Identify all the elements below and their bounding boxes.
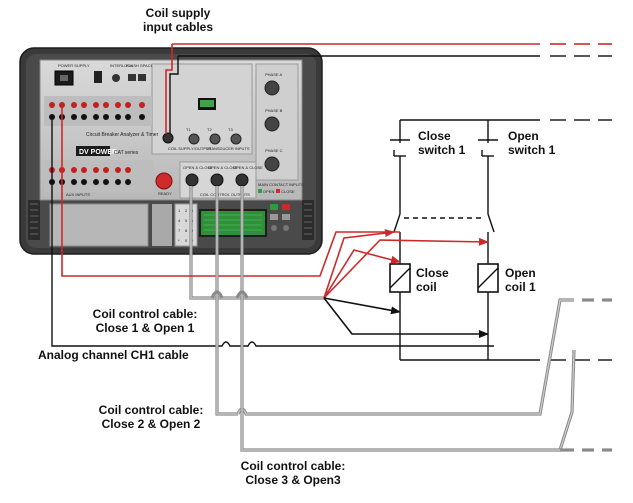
open-close-label-2: OPEN & CLOSE [208, 165, 238, 170]
analog-channel-ch1-cable [51, 120, 494, 347]
close-switch-1 [390, 139, 410, 157]
coil-supply-label: Coil supply input cables [142, 6, 213, 34]
flash-space-label: FLASH SPACE [126, 63, 154, 68]
phase-a-connector[interactable] [264, 80, 280, 96]
svg-text:4: 4 [178, 218, 181, 223]
coil-control-cable-1-label: Coil control cable: Close 1 & Open 1 [92, 307, 198, 335]
cable-crossings [210, 290, 249, 299]
keypad[interactable]: 1 2 3 4 5 6 7 8 9 * 0 # [174, 203, 198, 247]
brand-text: DV POWER [79, 149, 117, 156]
svg-text:1: 1 [178, 208, 181, 213]
phase-a-label: PHASE A [265, 72, 282, 77]
transducer-t3: T3 [228, 127, 233, 132]
open-switch-label: Open switch 1 [508, 129, 556, 157]
coil-control-cable-3 [240, 186, 612, 452]
analog-input-jacks[interactable] [44, 96, 152, 126]
close-switch-label: Close switch 1 [418, 129, 466, 157]
lcd-display [199, 209, 267, 237]
svg-text:8: 8 [185, 228, 188, 233]
power-switch[interactable] [94, 71, 102, 83]
phase-b-label: PHASE B [265, 108, 283, 113]
svg-text:0: 0 [185, 238, 188, 243]
aux-input-jacks[interactable] [44, 160, 154, 192]
open-coil-label: Open coil 1 [505, 266, 536, 294]
analog-channel-ch1-label: Analog channel CH1 cable [38, 348, 189, 362]
device-title: Circuit Breaker Analyzer & Timer [86, 132, 159, 138]
coil-output-connector-3[interactable] [235, 173, 249, 187]
close-coil-label: Close coil [416, 266, 449, 294]
transducer-t2: T2 [207, 127, 212, 132]
brand-logo [76, 146, 110, 156]
svg-text:2: 2 [185, 208, 188, 213]
interlock-label: INTERLOCK [110, 63, 133, 68]
power-supply-label: POWER SUPPLY [58, 63, 90, 68]
open-coil-1 [477, 263, 499, 293]
open-close-label-1: OPEN & CLOSE [183, 165, 213, 170]
coil-supply-black-cable [169, 55, 612, 134]
close-indicator-label: CLOSE [281, 189, 295, 194]
lcd-grid [204, 214, 262, 231]
svg-text:5: 5 [185, 218, 188, 223]
coil-output-connector-2[interactable] [210, 173, 224, 187]
left-vent [28, 200, 40, 240]
navigation-buttons[interactable] [270, 204, 290, 231]
coil-circuit-wiring [399, 119, 612, 361]
transducer-inputs-label: TRANSDUCER INPUTS [206, 146, 250, 151]
transducer-connectors[interactable] [188, 133, 242, 145]
breaker-auxiliary-contacts [393, 213, 495, 233]
right-vent [302, 200, 314, 240]
coil-supply-red-cable [165, 43, 612, 134]
ready-label: READY [158, 191, 172, 196]
svg-text:7: 7 [178, 228, 181, 233]
interlock-connector[interactable] [112, 74, 120, 82]
svg-text:*: * [178, 238, 180, 243]
usb-port[interactable] [128, 74, 136, 81]
model-text: CAT series [114, 150, 139, 156]
coil-control-outputs-label: COIL CONTROL OUTPUTS [200, 192, 250, 197]
main-contact-inputs-label: MAIN CONTACT INPUTS [258, 182, 304, 187]
printer-area [49, 203, 149, 247]
ready-button[interactable] [155, 172, 173, 190]
usb-port-2[interactable] [138, 74, 146, 81]
coil-supply-panel-label: COIL SUPPLY/OUTPUT [168, 146, 212, 151]
circuit-breaker-analyzer-device: POWER SUPPLY INTERLOCK FLASH SPACE COIL … [19, 47, 323, 255]
coil-control-cable-2-label: Coil control cable: Close 2 & Open 2 [98, 403, 204, 431]
open-switch-1 [478, 139, 498, 157]
analog-red-lead [61, 108, 400, 277]
coil-output-connector-1[interactable] [185, 173, 199, 187]
aux-inputs-label: AUX INPUTS [66, 192, 90, 197]
coil-supply-connector[interactable] [162, 132, 174, 144]
coil-control-cable-3-label: Coil control cable: Close 3 & Open3 [240, 459, 346, 487]
close-coil [389, 263, 411, 293]
open-indicator-label: OPEN [263, 189, 274, 194]
phase-c-connector[interactable] [264, 156, 280, 172]
transducer-t1: T1 [186, 127, 191, 132]
open-close-label-3: OPEN & CLOSE [233, 165, 263, 170]
phase-c-label: PHASE C [265, 148, 283, 153]
phase-b-connector[interactable] [264, 116, 280, 132]
